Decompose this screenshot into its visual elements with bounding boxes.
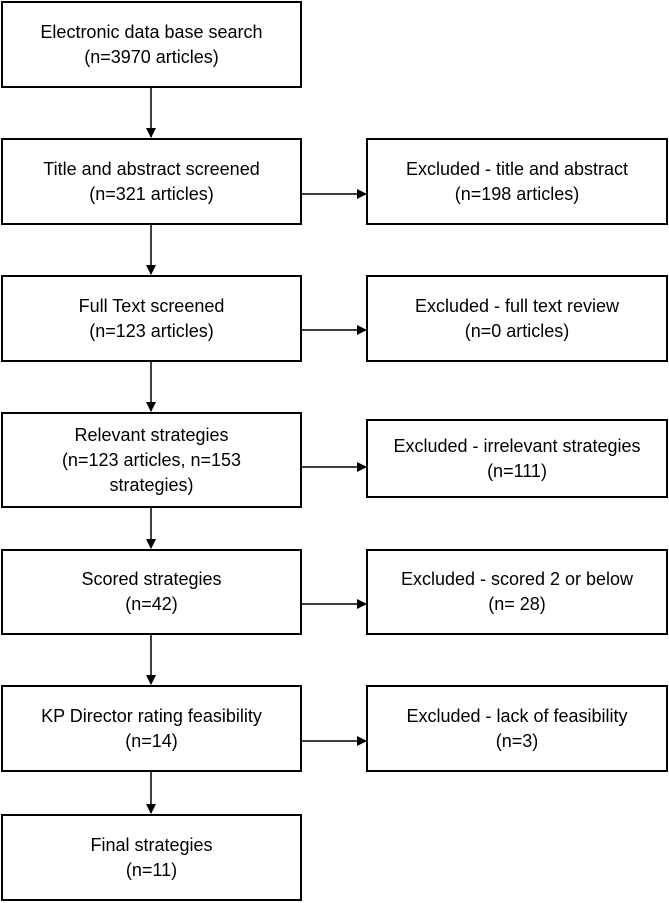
box-count: (n= 28) xyxy=(488,594,546,614)
box-label: Electronic data base search xyxy=(40,21,263,42)
box-count: (n=123 articles) xyxy=(89,320,214,341)
box-full-text-screened: Full Text screened (n=123 articles) xyxy=(1,275,302,362)
box-count: (n=198 articles) xyxy=(454,183,580,204)
box-count: (n=123 articles, n=153 xyxy=(61,449,242,470)
box-count: (n=0 articles) xyxy=(464,320,570,341)
box-label: Full Text screened xyxy=(78,295,225,316)
box-label: Final strategies xyxy=(90,834,213,855)
box-excluded-scored: Excluded - scored 2 or below (n= 28) xyxy=(366,549,668,635)
box-title-abstract-screened: Title and abstract screened (n=321 artic… xyxy=(1,138,302,225)
box-excluded-title-abstract: Excluded - title and abstract (n=198 art… xyxy=(366,138,668,225)
box-scored-strategies: Scored strategies (n=42) xyxy=(1,549,302,635)
box-label: Excluded - full text review xyxy=(414,295,620,316)
box-label: Title and abstract screened xyxy=(43,158,260,179)
box-database-search: Electronic data base search (n=3970 arti… xyxy=(1,1,302,88)
box-count: (n=111) xyxy=(487,460,547,481)
box-label: Excluded - lack of feasibility xyxy=(406,705,628,726)
box-count: (n=3970 articles) xyxy=(84,46,219,67)
box-count: (n=42) xyxy=(125,594,178,614)
box-count: (n=14) xyxy=(125,730,178,751)
box-label: Relevant strategies xyxy=(74,424,229,445)
box-final-strategies: Final strategies (n=11) xyxy=(1,814,302,901)
box-excluded-full-text: Excluded - full text review (n=0 article… xyxy=(366,275,668,362)
box-label: KP Director rating feasibility xyxy=(41,705,262,726)
box-label: Excluded - scored 2 or below xyxy=(400,569,634,589)
box-director-rating: KP Director rating feasibility (n=14) xyxy=(1,685,302,772)
box-count-cont: strategies) xyxy=(109,474,194,495)
box-excluded-feasibility: Excluded - lack of feasibility (n=3) xyxy=(366,685,668,772)
box-relevant-strategies: Relevant strategies (n=123 articles, n=1… xyxy=(1,412,302,508)
box-excluded-irrelevant: Excluded - irrelevant strategies (n=111) xyxy=(366,419,668,498)
box-count: (n=3) xyxy=(495,730,539,751)
box-count: (n=321 articles) xyxy=(89,183,214,204)
box-count: (n=11) xyxy=(125,859,178,880)
box-label: Excluded - title and abstract xyxy=(405,158,629,179)
box-label: Scored strategies xyxy=(81,569,222,589)
box-label: Excluded - irrelevant strategies xyxy=(393,435,641,456)
